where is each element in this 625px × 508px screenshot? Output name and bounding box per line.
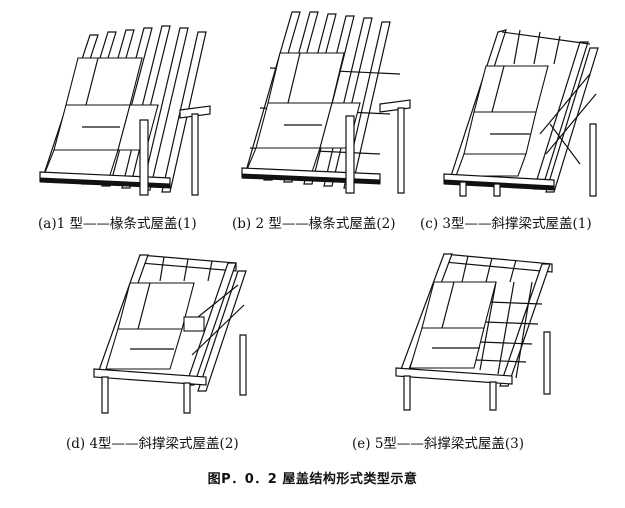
- diagram-a: [39, 25, 211, 196]
- diagonal-braces: [183, 284, 245, 356]
- caption-a: (a)1 型——椽条式屋盖(1): [38, 216, 197, 232]
- roof-panels: [43, 57, 159, 176]
- panel-b-rafter-roof-2: [230, 8, 420, 198]
- diagram-d: [93, 254, 247, 414]
- caption-b: (b) 2 型——椽条式屋盖(2): [232, 216, 396, 232]
- figure-title: 图P．0．2 屋盖结构形式类型示意: [207, 472, 418, 487]
- roof-panels: [105, 282, 195, 370]
- diagram-c: [443, 29, 599, 197]
- eave-beam: [395, 367, 513, 385]
- roof-panels: [455, 65, 549, 177]
- caption-c: (c) 3型——斜撑梁式屋盖(1): [420, 216, 592, 232]
- diagonal-braces: [539, 73, 597, 165]
- eave-beam: [93, 368, 207, 386]
- diagram-b: [241, 11, 411, 194]
- panel-e-inclined-beam-roof-3: [392, 242, 572, 412]
- caption-d: (d) 4型——斜撑梁式屋盖(2): [66, 436, 239, 452]
- diagram-e: [395, 253, 553, 411]
- panel-c-inclined-beam-roof-1: [430, 14, 620, 199]
- lattice-grid: [475, 281, 543, 379]
- roof-panels: [409, 281, 497, 369]
- panel-a-rafter-roof-1: [30, 10, 220, 200]
- panel-d-inclined-beam-roof-2: [88, 245, 268, 415]
- caption-e: (e) 5型——斜撑梁式屋盖(3): [352, 436, 525, 452]
